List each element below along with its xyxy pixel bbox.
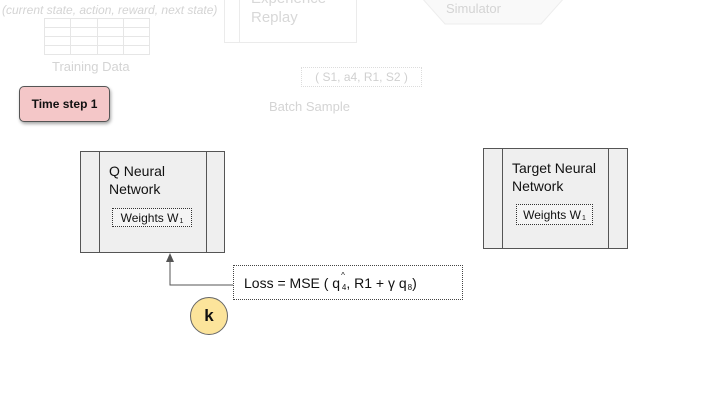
q-hat-symbol: ^ [341, 271, 345, 280]
target-network-title-line2: Network [512, 178, 564, 194]
time-step-label: Time step 1 [31, 97, 98, 111]
target-weights-subscript: 1 [581, 215, 586, 222]
q-network-title-line2: Network [109, 181, 161, 197]
training-data-grid [44, 18, 150, 55]
replay-text-line1: Experience [251, 0, 326, 8]
training-data-label: Training Data [52, 59, 130, 74]
k-step-circle: k [190, 297, 228, 335]
simulator-label: Simulator [446, 1, 501, 16]
k-label: k [204, 306, 214, 325]
q-network-title-line1: Q Neural [109, 163, 166, 179]
target-weights-label: Weights W [523, 207, 581, 222]
q-weights-label: Weights W [120, 210, 179, 225]
time-step-badge: Time step 1 [19, 86, 110, 122]
loss-middle: , R1 + γ q [346, 274, 407, 291]
target-q-subscript: 8 [407, 283, 413, 292]
q-action-subscript: 4 [341, 283, 347, 292]
state-tuple-caption: (current state, action, reward, next sta… [2, 3, 218, 17]
loss-suffix: ) [412, 274, 417, 291]
batch-sample-tuple: ( S1, a4, R1, S2 ) [315, 70, 408, 84]
experience-replay-box: Experience Replay [224, 0, 357, 43]
target-network-title-line1: Target Neural [512, 160, 597, 176]
loss-prefix: Loss = MSE ( q [244, 274, 341, 291]
batch-sample-box: ( S1, a4, R1, S2 ) [301, 67, 422, 87]
q-weights-subscript: 1 [179, 218, 184, 225]
batch-sample-label: Batch Sample [269, 99, 350, 114]
simulator-shape [422, 0, 564, 25]
replay-text-line2: Replay [251, 9, 298, 26]
